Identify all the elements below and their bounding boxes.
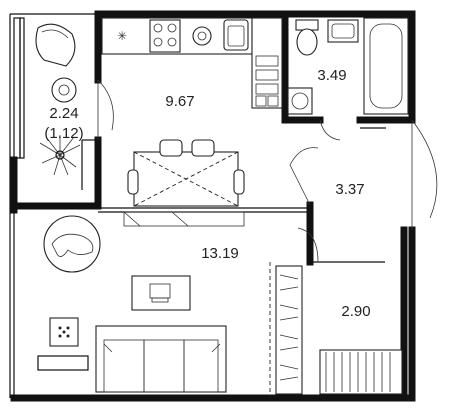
hallway: 3.37 (289, 119, 438, 263)
kitchen-area: 9.67 (165, 93, 194, 110)
closet-icon (275, 265, 403, 395)
balcony-area-reduced: (1.12) (44, 125, 83, 142)
sink-icon-bathroom (327, 19, 359, 43)
plant-icon (39, 135, 81, 176)
bathroom-area: 3.49 (317, 67, 346, 84)
walls (9, 10, 416, 402)
dining-table-icon (127, 139, 245, 207)
balcony: 2.24 (1.12) (13, 17, 114, 190)
washing-machine-icon (287, 87, 313, 115)
nightstand-icon (49, 317, 79, 347)
living-room: 13.19 (37, 211, 271, 398)
sink-icon (223, 19, 249, 51)
cooktop-icon: ✳ (117, 29, 127, 43)
wardrobe-area: 2.90 (341, 303, 370, 320)
kettle-icon (192, 26, 212, 46)
armchair-icon (35, 23, 76, 67)
shelves-icon (255, 55, 279, 107)
hallway-area: 3.37 (335, 181, 364, 198)
living-area: 13.19 (201, 245, 239, 262)
svg-text:✳: ✳ (117, 29, 127, 43)
bathtub-icon (363, 17, 409, 115)
stove-icon (149, 19, 181, 53)
rug-icon (43, 215, 101, 273)
wardrobe: 2.90 (275, 265, 403, 395)
toilet-icon (295, 19, 319, 56)
kitchen: ✳ (101, 17, 283, 207)
balcony-area: 2.24 (49, 105, 78, 122)
tv-icon (131, 275, 191, 311)
bathroom: 3.49 (287, 17, 409, 141)
side-table-icon (51, 77, 77, 103)
sofa-icon (95, 325, 227, 393)
